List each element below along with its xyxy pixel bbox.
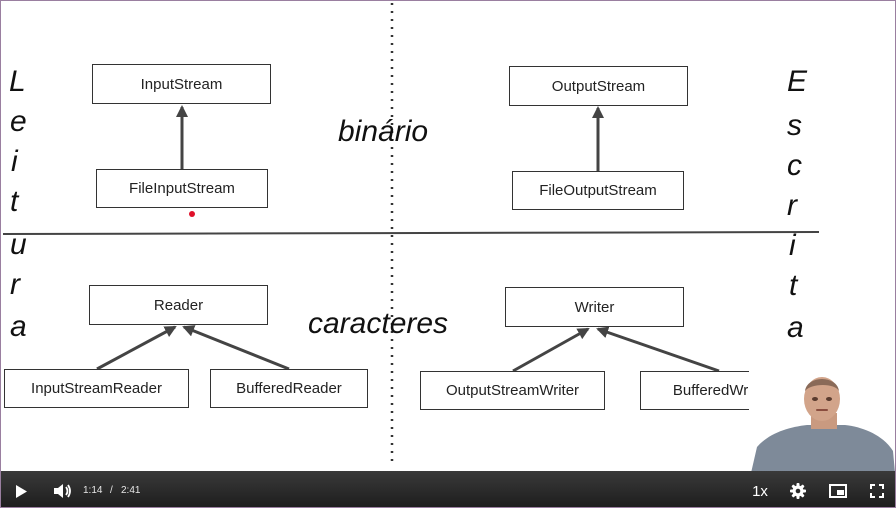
playback-speed-button[interactable]: 1x	[752, 482, 768, 500]
diagram-lines	[2, 3, 820, 461]
arrow-bw-to-writer	[596, 326, 720, 373]
box-input-stream: InputStream	[92, 64, 271, 104]
pip-icon[interactable]	[827, 481, 849, 501]
gear-icon[interactable]	[788, 481, 808, 501]
current-time: 1:14	[83, 485, 103, 496]
box-input-stream-reader: InputStreamReader	[4, 369, 189, 408]
box-reader: Reader	[89, 285, 268, 325]
time-separator: /	[110, 485, 113, 496]
slide-content: L e i t u r a E s c r i t a binário cara…	[1, 1, 895, 471]
right-letter-4: r	[787, 189, 797, 222]
left-letter-5: u	[10, 228, 27, 261]
control-bar: 1:14 / 2:41 1x	[1, 471, 895, 507]
box-output-stream-writer: OutputStreamWriter	[420, 371, 605, 410]
horizontal-divider	[2, 231, 820, 235]
box-output-stream: OutputStream	[509, 66, 688, 106]
box-file-output-stream: FileOutputStream	[512, 171, 684, 210]
arrow-br-to-reader	[182, 325, 290, 371]
box-file-input-stream: FileInputStream	[96, 169, 268, 208]
box-buffered-reader: BufferedReader	[210, 369, 368, 408]
duration: 2:41	[121, 485, 141, 496]
left-letter-1: L	[9, 65, 26, 98]
volume-icon[interactable]	[52, 481, 74, 501]
arrow-osw-to-writer	[512, 327, 590, 373]
presenter-webcam	[749, 369, 895, 473]
box-writer: Writer	[505, 287, 684, 327]
right-letter-1: E	[787, 65, 808, 98]
left-letter-3: i	[11, 145, 18, 178]
right-letter-3: c	[787, 149, 802, 182]
left-letter-6: r	[10, 268, 20, 301]
left-letter-7: a	[10, 310, 27, 343]
right-letter-6: t	[789, 269, 798, 302]
laser-pointer-dot	[189, 211, 195, 217]
right-letter-2: s	[787, 109, 802, 142]
characters-label: caracteres	[308, 307, 449, 340]
right-letter-5: i	[789, 229, 796, 262]
binary-label: binário	[338, 115, 429, 148]
arrow-isr-to-reader	[96, 325, 177, 371]
right-letter-7: a	[787, 311, 804, 344]
left-letter-4: t	[10, 185, 19, 218]
left-letter-2: e	[10, 105, 27, 138]
fullscreen-icon[interactable]	[867, 481, 887, 501]
play-icon[interactable]	[11, 481, 31, 501]
